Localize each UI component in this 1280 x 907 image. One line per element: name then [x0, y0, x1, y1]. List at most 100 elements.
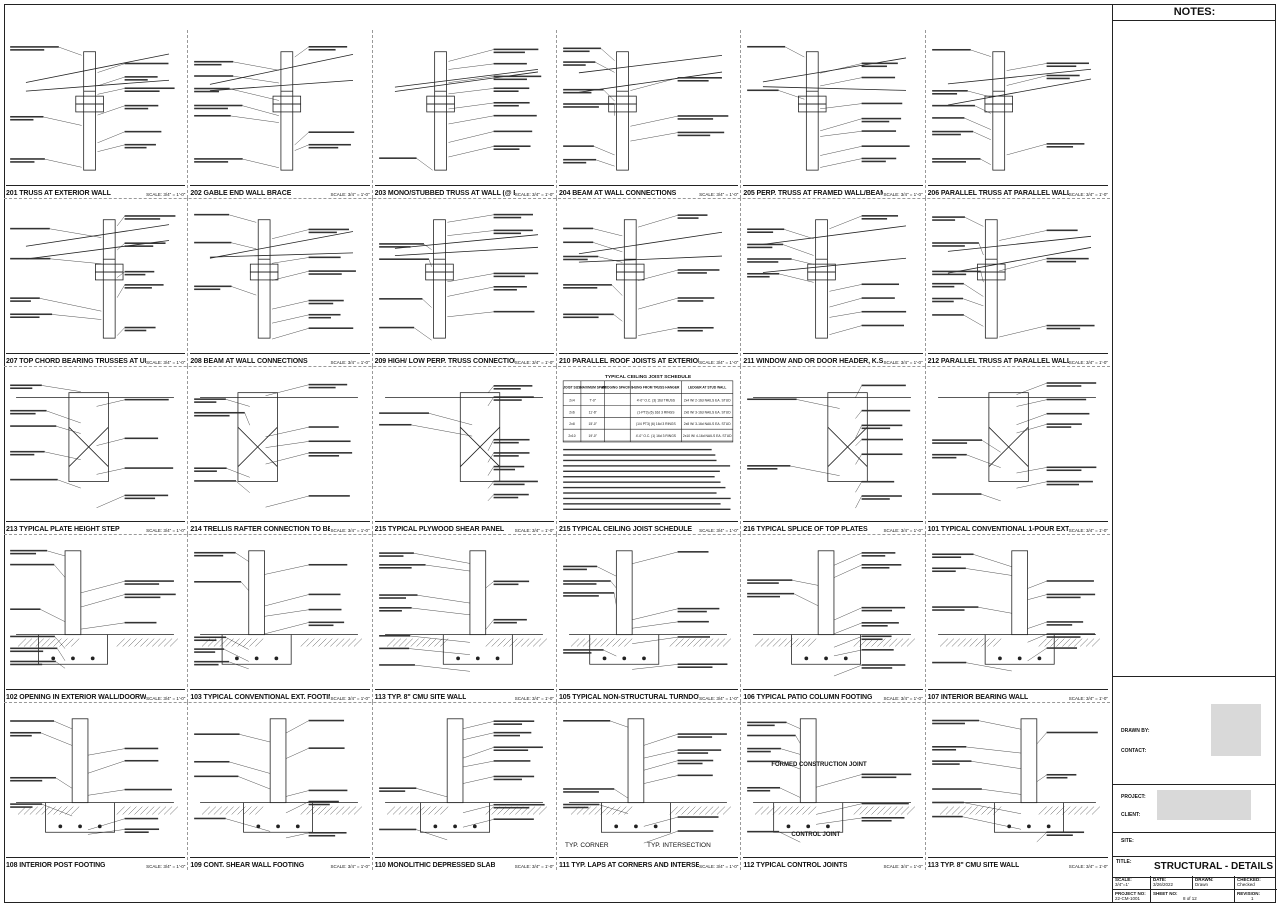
detail-caption: 111 TYP. LAPS AT CORNERS AND INTERSECTIO… [558, 857, 739, 869]
row-divider [4, 702, 1110, 703]
schedule-cell: 2x10 W/ 4-16d NAILS EA. STUD [683, 434, 732, 438]
title-block: NOTES: DRAWN BY: CONTACT: PROJECT: CLIEN… [1112, 4, 1277, 903]
detail-drawing [10, 46, 175, 171]
detail-title: 209 HIGH/ LOW PERP. TRUSS CONNECTION [374, 358, 515, 365]
drawn-by-label: DRAWN BY: [1121, 728, 1150, 734]
row-divider [4, 534, 1110, 535]
schedule-cell: 2x8 [569, 422, 575, 426]
schedule-cell: 7'-0" [589, 399, 596, 403]
schedule-cell: 2x8 W/ 3-16d NAILS EA. STUD [684, 422, 731, 426]
title-label: TITLE: [1116, 859, 1132, 865]
detail-title: 202 GABLE END WALL BRACE [190, 190, 292, 197]
detail-scale: SCALE: 3/4" = 1'-0" [146, 864, 186, 869]
drawn-cell: DRAWN:Drawn [1193, 876, 1235, 890]
title-row: TITLE: STRUCTURAL - DETAILS [1113, 856, 1276, 878]
detail-drawing [194, 213, 357, 340]
sheet-title: STRUCTURAL - DETAILS [1153, 861, 1274, 872]
checked-value: Checked [1237, 882, 1255, 887]
detail-title: 215 TYPICAL CEILING JOIST SCHEDULE [558, 526, 692, 533]
typ-intersection-label: TYP. INTERSECTION [646, 842, 711, 849]
schedule-cell: 4'-0" O.C. (3) 16d TRUSS [637, 399, 676, 403]
detail-title: 214 TRELLIS RAFTER CONNECTION TO BEAM [190, 526, 331, 533]
detail-scale: SCALE: 3/4" = 1'-0" [883, 696, 923, 701]
detail-title: 113 TYP. 8" CMU SITE WALL [927, 862, 1020, 869]
schedule-header: LEDGER AT STUD WALL [688, 386, 726, 390]
drawing-sheet [4, 4, 1276, 903]
detail-drawing [378, 718, 547, 841]
detail-drawing [378, 213, 538, 341]
detail-caption: 105 TYPICAL NON-STRUCTURAL TURNDOWN DETA… [558, 689, 739, 701]
project-no-cell: PROJECT NO:22-CM-1001 [1113, 890, 1151, 903]
detail-title: 213 TYPICAL PLATE HEIGHT STEP [6, 526, 120, 533]
schedule-cell: 4'-0" O.C. (1) 16d 3 RINGS [636, 434, 677, 438]
schedule-header: MAXIMUM SPAN [580, 386, 606, 390]
detail-drawing [563, 47, 729, 171]
formed-joint-label: FORMED CONSTRUCTION JOINT [771, 762, 867, 768]
detail-drawing [378, 385, 543, 501]
detail-scale: SCALE: 3/4" = 1'-0" [883, 360, 923, 365]
detail-caption: 215 TYPICAL CEILING JOIST SCHEDULE SCALE:… [558, 521, 739, 533]
detail-title: 106 TYPICAL PATIO COLUMN FOOTING [743, 694, 873, 701]
detail-scale: SCALE: 3/4" = 1'-0" [1068, 528, 1108, 533]
detail-drawing [931, 550, 1100, 672]
detail-drawing [10, 384, 174, 508]
detail-drawing [747, 550, 916, 677]
date-value: 3/26/2022 [1153, 882, 1174, 887]
detail-scale: SCALE: 3/4" = 1'-0" [514, 192, 554, 197]
detail-title: 111 TYP. LAPS AT CORNERS AND INTERSECTIO… [558, 862, 699, 869]
detail-scale: SCALE: 3/4" = 1'-0" [1068, 192, 1108, 197]
detail-title: 215 TYPICAL PLYWOOD SHEAR PANEL [374, 526, 505, 533]
sheet-no-cell: SHEET NO:8 of 12 [1151, 890, 1235, 903]
meta-grid: SCALE:3/4"=1' DATE:3/26/2022 DRAWN:Drawn… [1113, 876, 1277, 903]
detail-drawing [194, 718, 363, 839]
schedule-cell: (1-PT3) (6) 16d 3 RINGS [637, 410, 675, 414]
detail-drawing [931, 718, 1100, 843]
detail-scale: SCALE: 3/4" = 1'-0" [1068, 864, 1108, 869]
project-box: PROJECT: CLIENT: [1113, 784, 1276, 833]
row-divider [4, 366, 1110, 367]
detail-drawing [931, 48, 1091, 171]
detail-scale: SCALE: 3/4" = 1'-0" [146, 696, 186, 701]
detail-scale: SCALE: 3/4" = 1'-0" [330, 192, 370, 197]
schedule-cell: 11'-6" [589, 410, 598, 414]
detail-drawing [194, 46, 355, 171]
detail-scale: SCALE: 3/4" = 1'-0" [699, 528, 739, 533]
schedule-header: HUNG FROM TRUSS HANGER [632, 386, 680, 390]
detail-scale: SCALE: 3/4" = 1'-0" [146, 528, 186, 533]
detail-caption: 213 TYPICAL PLATE HEIGHT STEP SCALE: 3/4"… [6, 521, 186, 533]
detail-scale: SCALE: 3/4" = 1'-0" [1068, 696, 1108, 701]
detail-drawing [378, 48, 541, 171]
detail-drawing [747, 215, 907, 339]
schedule-header: JOIST SIZE [563, 386, 581, 390]
detail-scale: SCALE: 3/4" = 1'-0" [883, 528, 923, 533]
detail-scale: SCALE: 3/4" = 1'-0" [699, 696, 739, 701]
detail-drawing [194, 383, 359, 508]
date-cell: DATE:3/26/2022 [1151, 876, 1193, 890]
detail-title: 110 MONOLITHIC DEPRESSED SLAB [374, 862, 496, 869]
detail-title: 207 TOP CHORD BEARING TRUSSES AT UPPER T… [6, 358, 146, 365]
detail-caption: 211 WINDOW AND OR DOOR HEADER, K.S. SCHE… [743, 353, 923, 365]
detail-caption: 106 TYPICAL PATIO COLUMN FOOTING SCALE: 3… [743, 689, 923, 701]
revision-value: 1 [1251, 896, 1254, 901]
